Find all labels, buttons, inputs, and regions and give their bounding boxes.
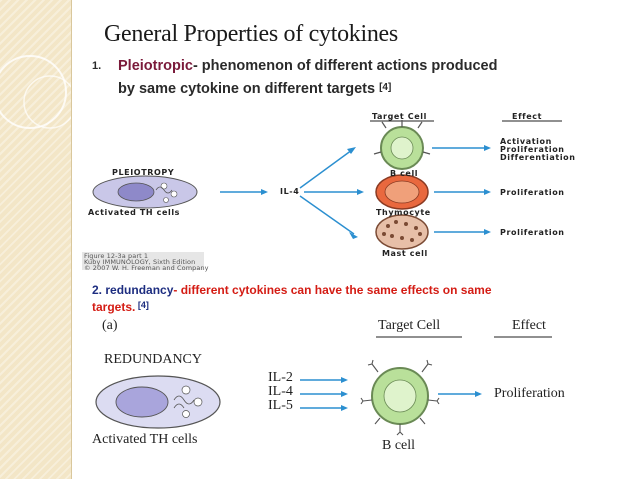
- point-line-2: targets. [4]: [92, 298, 149, 315]
- b-cell-icon: [360, 359, 440, 436]
- effect-label: Activation: [500, 137, 552, 146]
- target-cell-label: B cell: [390, 169, 419, 178]
- cytokine-label: IL-4: [280, 187, 300, 196]
- redundancy-diagram: [95, 336, 552, 436]
- pleiotropy-figure: Target Cell Effect PLEIOTROPY Activated …: [82, 112, 622, 272]
- point-term: Pleiotropic: [118, 58, 193, 74]
- effect-label: Proliferation: [500, 145, 565, 154]
- target-cell-label: Thymocyte: [376, 208, 431, 217]
- point-definition: - phenomenon of different actions produc…: [192, 58, 498, 74]
- decorative-circles: [0, 55, 71, 129]
- reference-marker: [4]: [379, 82, 392, 93]
- redundancy-figure: (a) Target Cell Effect REDUNDANCY IL-2 I…: [82, 318, 622, 476]
- effect-label: Proliferation: [500, 188, 565, 197]
- point-line-1: 2. redundancy- different cytokines can h…: [92, 283, 492, 298]
- cytokine-label: IL-5: [268, 398, 293, 413]
- cytokine-label: IL-4: [268, 384, 293, 399]
- column-header-effect: Effect: [512, 318, 546, 333]
- point-term: redundancy: [105, 283, 174, 297]
- effect-label: Proliferation: [500, 228, 565, 237]
- panel-label: (a): [102, 318, 118, 333]
- figure-credit: © 2007 W. H. Freeman and Company: [84, 264, 209, 272]
- column-header-target-cell: Target Cell: [372, 112, 427, 121]
- thymocyte-icon: [375, 174, 429, 210]
- point-definition: - different cytokines can have the same …: [173, 283, 492, 297]
- column-header-effect: Effect: [512, 112, 543, 121]
- effect-label: Proliferation: [494, 386, 565, 401]
- point-definition-cont: by same cytokine on different targets: [118, 81, 380, 97]
- redundancy-label: REDUNDANCY: [104, 352, 202, 367]
- pleiotropy-diagram: [82, 120, 562, 270]
- pleiotropy-label: PLEIOTROPY: [112, 168, 175, 177]
- figure-credit: Kuby IMMUNOLOGY, Sixth Edition: [84, 258, 196, 266]
- cytokine-label: IL-2: [268, 370, 293, 385]
- source-cell-label: Activated TH cells: [92, 432, 198, 447]
- reference-marker: [4]: [135, 300, 149, 310]
- figure-credit: Figure 12-3a part 1: [84, 252, 149, 260]
- target-cell-label: Mast cell: [382, 249, 428, 258]
- slide-title: General Properties of cytokines: [104, 21, 398, 47]
- point-number: 2.: [92, 283, 103, 297]
- mast-cell-icon: [375, 214, 429, 250]
- source-cell-label: Activated TH cells: [88, 208, 181, 217]
- column-header-target-cell: Target Cell: [378, 318, 441, 333]
- point-line-2: by same cytokine on different targets [4…: [118, 77, 391, 100]
- point-definition-cont: targets.: [92, 300, 136, 314]
- decorative-side-panel: [0, 0, 72, 479]
- point-number: 1.: [92, 60, 102, 72]
- b-cell-icon: [373, 120, 431, 170]
- target-cell-label: B cell: [382, 438, 416, 453]
- effect-label: Differentiation: [500, 153, 576, 162]
- point-line-1: Pleiotropic- phenomenon of different act…: [118, 55, 497, 77]
